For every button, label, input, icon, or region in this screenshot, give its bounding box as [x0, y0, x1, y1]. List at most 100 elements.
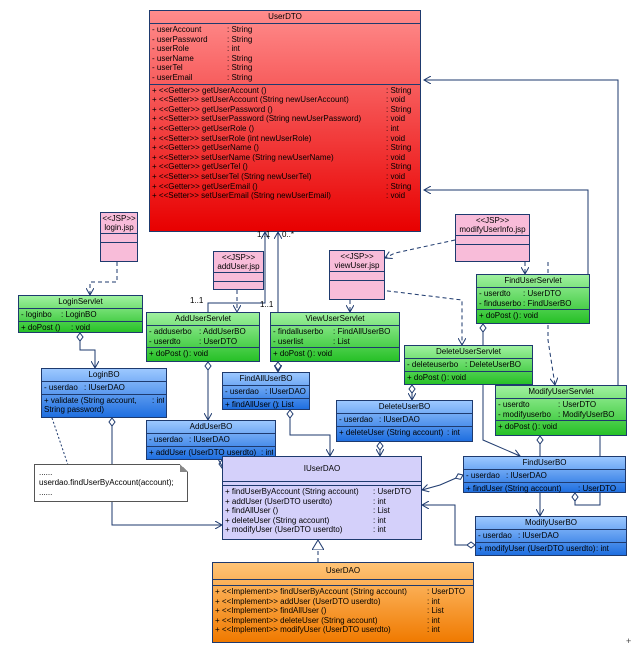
- member-row: + <<Setter>> setUserTel (String newUserT…: [152, 172, 418, 182]
- member-row: + doPost (): void: [498, 422, 624, 432]
- class-deleteuserservlet[interactable]: DeleteUserServlet - deleteuserbo: Delete…: [404, 345, 533, 385]
- member-type: : IUserDAO: [518, 531, 559, 540]
- class-adduserservlet[interactable]: AddUserServlet - adduserbo: AddUserBO- u…: [146, 312, 260, 362]
- member-name: + <<Setter>> setUserName (String newUser…: [152, 152, 334, 162]
- member-type: : int: [447, 427, 460, 437]
- class-title: FindAllUserBO: [223, 373, 309, 386]
- class-adduserbo[interactable]: AddUserBO - userdao: IUserDAO + addUser …: [146, 420, 276, 460]
- member-name: + findUser (String account): [466, 483, 562, 493]
- member-type: : IUserDAO: [189, 435, 230, 444]
- jsp-login[interactable]: <<JSP>>login.jsp: [100, 212, 138, 262]
- member-type: : List: [427, 606, 444, 616]
- member-name: + <<Implement>> deleteUser (String accou…: [215, 615, 378, 625]
- member-row: + findAllUser (): List: [225, 506, 419, 516]
- member-name: - userdao: [44, 383, 78, 392]
- member-row: - adduserbo: AddUserBO: [149, 327, 257, 337]
- member-name: - userlist: [273, 336, 304, 346]
- member-name: - adduserbo: [149, 327, 192, 336]
- member-name: + <<Getter>> getUserAccount (): [152, 85, 267, 95]
- member-row: + <<Setter>> setUserRole (int newUserRol…: [152, 134, 418, 144]
- member-name: - userdao: [466, 471, 500, 480]
- member-type: : String: [227, 34, 253, 44]
- jsp-viewuser[interactable]: <<JSP>>viewUser.jsp: [329, 250, 385, 300]
- class-finduserbo[interactable]: FindUserBO - userdao: IUserDAO + findUse…: [463, 456, 626, 493]
- member-row: + <<Getter>> getUserRole (): int: [152, 124, 418, 134]
- member-name: - userRole: [152, 44, 189, 54]
- adduserservlet-to-userdto: [207, 232, 265, 312]
- class-loginservlet[interactable]: LoginServlet - loginbo: LoginBO + doPost…: [18, 295, 143, 333]
- member-row: + doPost (): void: [21, 323, 140, 333]
- member-type: : UserDTO: [373, 487, 412, 496]
- multiplicity-label: 1..1: [190, 296, 204, 305]
- member-row: - userName: String: [152, 54, 418, 64]
- member-type: : String: [386, 143, 412, 153]
- member-type: : String: [386, 181, 412, 191]
- viewuser-jsp-to-deleteuserservlet: [379, 289, 462, 345]
- class-modifyuserbo[interactable]: ModifyUserBO - userdao: IUserDAO + modif…: [475, 516, 627, 556]
- member-name: - userdao: [149, 435, 183, 444]
- member-type: : FindUserBO: [523, 298, 572, 308]
- class-deleteuserbo[interactable]: DeleteUserBO - userdao: IUserDAO + delet…: [336, 400, 473, 442]
- member-row: - userdto: UserDTO: [149, 337, 257, 347]
- member-row: + doPost (): void: [479, 311, 587, 321]
- member-type: : void: [447, 372, 467, 382]
- class-finduserservlet[interactable]: FindUserServlet - userdto: UserDTO- find…: [476, 274, 590, 324]
- note-line: userdao.findUserByAccount(account);: [39, 478, 174, 487]
- class-findalluserbo[interactable]: FindAllUserBO - userdao: IUserDAO + find…: [222, 372, 310, 410]
- class-title: AddUserServlet: [147, 313, 259, 326]
- multiplicity-label: 1..1: [257, 230, 271, 239]
- member-row: String password): [44, 405, 164, 415]
- jsp-stereotype: <<JSP>>: [102, 214, 136, 223]
- member-type: : void: [313, 349, 333, 359]
- finduserbo-to-iuserdao: [422, 475, 463, 490]
- member-row: + <<Implement>> findUserByAccount (Strin…: [215, 587, 471, 597]
- member-type: : void: [189, 349, 209, 359]
- member-name: + modifyUser (UserDTO userdto): [478, 543, 596, 553]
- class-userdao[interactable]: UserDAO + <<Implement>> findUserByAccoun…: [212, 562, 474, 643]
- member-type: : void: [386, 114, 406, 124]
- member-type: : ModifyUserBO: [558, 409, 615, 419]
- member-name: - loginbo: [21, 310, 52, 319]
- member-name: + doPost (): [407, 372, 447, 382]
- jsp-modifyuserinfo[interactable]: <<JSP>>modifyUserInfo.jsp: [455, 214, 530, 262]
- member-row: + findAllUser (): List: [225, 400, 307, 410]
- member-row: - userdao: IUserDAO: [225, 387, 307, 397]
- member-name: + addUser (UserDTO userdto): [225, 496, 333, 506]
- member-row: + <<Setter>> setUserEmail (String newUse…: [152, 191, 418, 201]
- member-row: + <<Setter>> setUserPassword (String new…: [152, 114, 418, 124]
- class-loginbo[interactable]: LoginBO - userdao: IUserDAO + validate (…: [41, 368, 167, 418]
- member-type: : int: [427, 625, 440, 635]
- member-type: : int: [373, 496, 386, 506]
- member-type: : int: [427, 615, 440, 625]
- member-type: : void: [386, 152, 406, 162]
- member-type: : FindAllUserBO: [333, 327, 391, 336]
- member-type: : String: [227, 53, 253, 63]
- class-modifyuserservlet[interactable]: ModifyUserServlet - userdto: UserDTO- mo…: [495, 385, 627, 436]
- member-name: + <<Getter>> getUserEmail (): [152, 181, 258, 191]
- class-title: AddUserBO: [147, 421, 275, 434]
- member-row: - userPassword: String: [152, 35, 418, 45]
- member-type: : List: [373, 506, 390, 516]
- member-row: + doPost (): void: [273, 349, 397, 359]
- interface-iuserdao[interactable]: IUserDAO + findUserByAccount (String acc…: [222, 456, 422, 540]
- member-row: + findUserByAccount (String account): Us…: [225, 487, 419, 497]
- member-row: - userAccount: String: [152, 25, 418, 35]
- jsp-adduser[interactable]: <<JSP>>addUser.jsp: [213, 251, 264, 290]
- member-row: + <<Setter>> setUserAccount (String newU…: [152, 95, 418, 105]
- member-row: + modifyUser (UserDTO userdto): int: [478, 544, 624, 554]
- member-name: + deleteUser (String account): [225, 515, 330, 525]
- member-row: + <<Implement>> addUser (UserDTO userdto…: [215, 597, 471, 607]
- class-viewuserservlet[interactable]: ViewUserServlet - findalluserbo: FindAll…: [270, 312, 400, 362]
- member-row: + addUser (UserDTO userdto) : int: [225, 497, 419, 507]
- member-name: - userdao: [339, 415, 373, 424]
- class-title: LoginBO: [42, 369, 166, 382]
- class-title: DeleteUserServlet: [405, 346, 532, 359]
- class-userdto[interactable]: UserDTO - userAccount: String- userPassw…: [149, 10, 421, 232]
- member-type: : String: [227, 25, 253, 34]
- member-name: - userEmail: [152, 72, 193, 82]
- member-row: - userdao: IUserDAO: [44, 383, 164, 393]
- member-type: : int: [427, 596, 440, 606]
- member-name: String password): [44, 405, 105, 415]
- multiplicity-label: 1..1: [260, 300, 274, 309]
